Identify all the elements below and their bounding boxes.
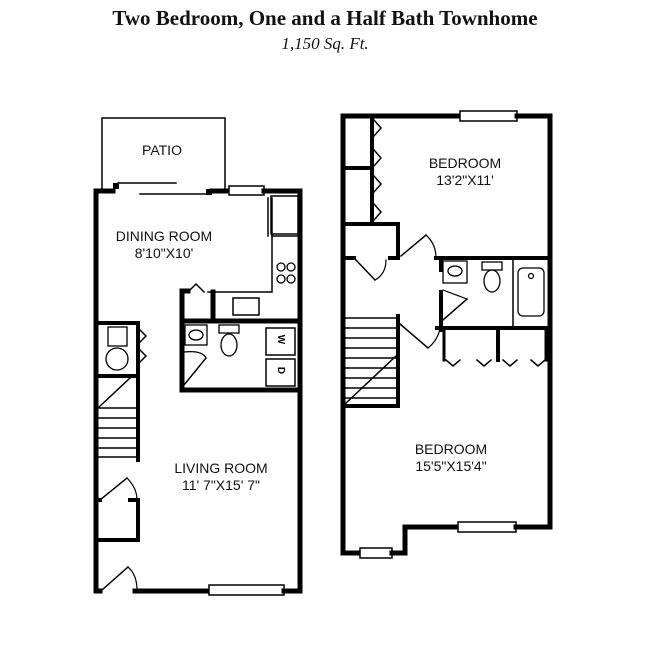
patio-outline (101, 117, 226, 189)
first-floor (93, 117, 303, 596)
bathtub (517, 267, 545, 317)
bedroom-1-label: BEDROOM 13'2"X11' (429, 155, 501, 189)
room-name: BEDROOM (428, 155, 502, 171)
washer-label: W (275, 334, 287, 345)
dryer (265, 358, 296, 387)
living-room-label: LIVING ROOM 11' 7"X15' 7" (174, 460, 267, 494)
plan-title: Two Bedroom, One and a Half Bath Townhom… (112, 6, 538, 30)
room-dimensions: 15'5"X15'4" (415, 458, 487, 474)
room-dimensions: 8'10"X10' (134, 245, 194, 261)
square-footage: 1,150 Sq. Ft. (281, 34, 369, 53)
room-name: DINING ROOM (115, 228, 213, 244)
window (459, 110, 518, 122)
room-name: PATIO (142, 142, 182, 158)
washer (265, 327, 296, 356)
bedroom-2-label: BEDROOM 15'5"X15'4" (415, 441, 487, 475)
window (208, 584, 285, 596)
room-dimensions: 11' 7"X15' 7" (181, 477, 261, 493)
sink-counter (232, 297, 260, 316)
window (457, 521, 517, 533)
patio-label: PATIO (142, 142, 182, 159)
room-name: LIVING ROOM (174, 460, 268, 476)
second-floor (340, 110, 553, 559)
dryer-label: D (275, 366, 287, 375)
room-dimensions: 13'2"X11' (436, 172, 494, 188)
wall-left (93, 188, 103, 594)
room-name: BEDROOM (414, 441, 488, 457)
window (359, 547, 393, 559)
window (228, 185, 265, 196)
dining-room-label: DINING ROOM 8'10"X10' (116, 228, 212, 262)
